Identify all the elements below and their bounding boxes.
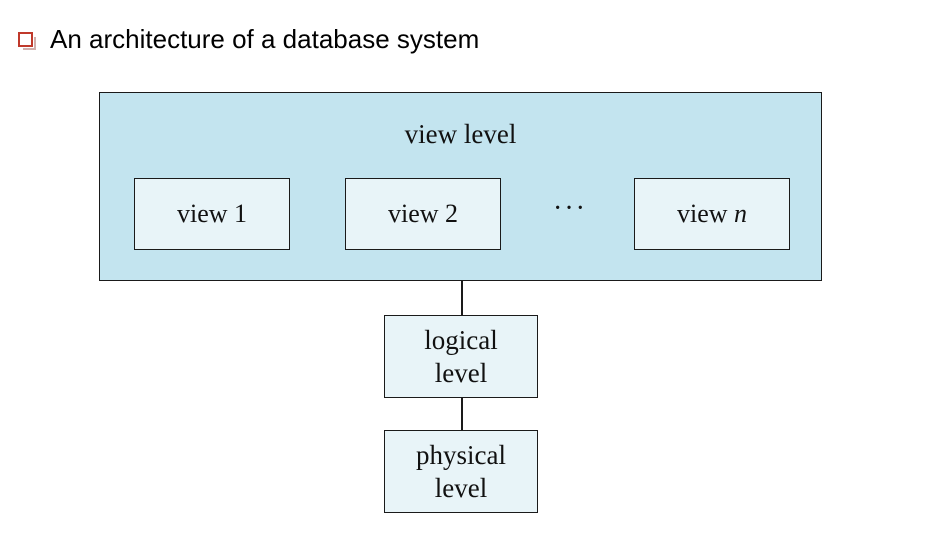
view-level-container: view level view 1 view 2 ··· view n bbox=[99, 92, 822, 281]
physical-level-line1: physical bbox=[416, 439, 506, 470]
heading-text: An architecture of a database system bbox=[50, 23, 480, 54]
logical-to-physical-connector bbox=[461, 398, 463, 431]
square-bullet-icon bbox=[18, 31, 36, 50]
view-2-prefix: view bbox=[387, 199, 439, 228]
logical-level-line1: logical bbox=[424, 324, 498, 355]
view-2-suffix: 2 bbox=[445, 199, 459, 228]
view-to-logical-connector bbox=[461, 281, 463, 316]
view-1-box: view 1 bbox=[134, 178, 290, 250]
view-n-prefix: view bbox=[676, 199, 728, 228]
view-n-suffix: n bbox=[734, 199, 748, 228]
views-ellipsis: ··· bbox=[553, 193, 587, 224]
view-1-suffix: 1 bbox=[234, 199, 248, 228]
view-n-box: view n bbox=[634, 178, 790, 250]
view-2-box: view 2 bbox=[345, 178, 501, 250]
logical-level-line2: level bbox=[434, 357, 488, 388]
view-level-label: view level bbox=[404, 119, 517, 149]
view-1-prefix: view bbox=[176, 199, 228, 228]
logical-level-box: logical level bbox=[384, 315, 538, 398]
physical-level-box: physical level bbox=[384, 430, 538, 513]
physical-level-line2: level bbox=[434, 472, 488, 503]
slide-heading: An architecture of a database system bbox=[18, 22, 479, 56]
